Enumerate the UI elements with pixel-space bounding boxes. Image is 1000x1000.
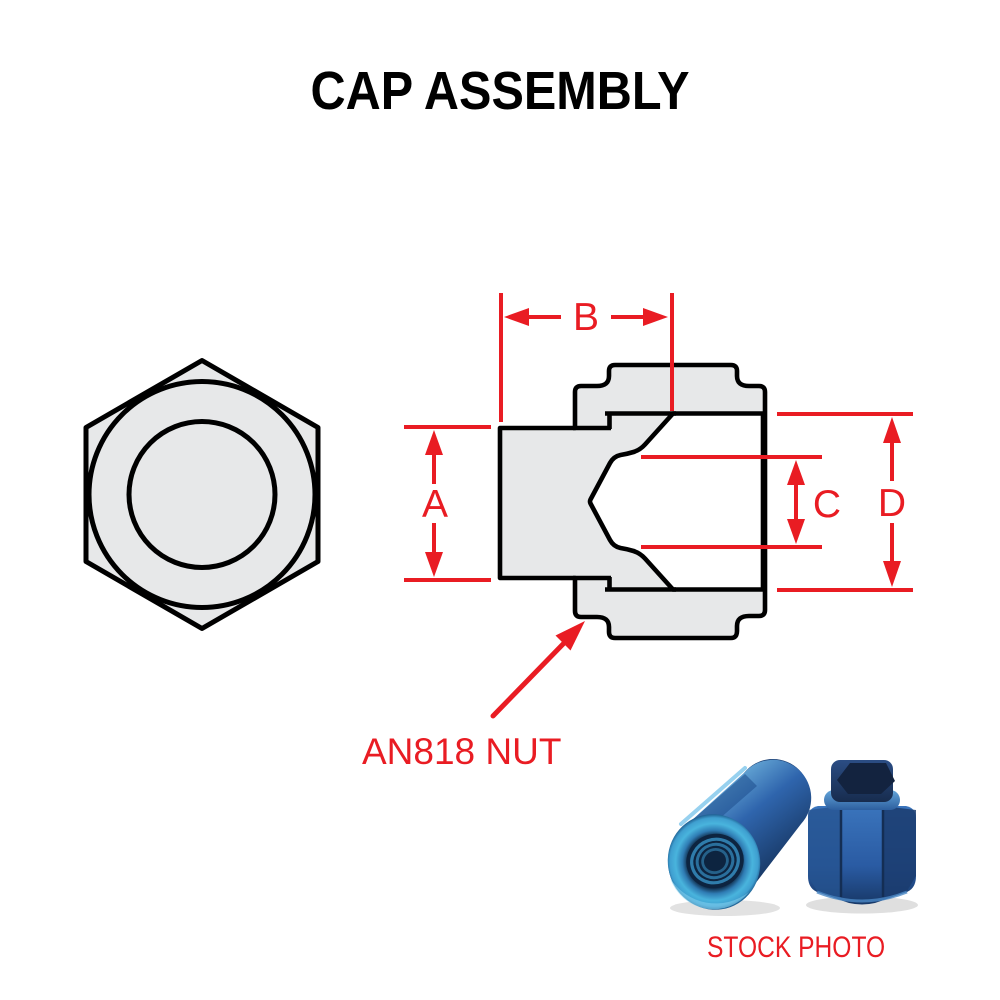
- right-nut-shadow: [806, 896, 918, 914]
- dimension-d-extension-lines: [777, 412, 913, 592]
- dimension-d-arrowhead-bottom: [883, 561, 901, 587]
- right-nut-right-facet: [883, 806, 916, 898]
- dimension-b-label: B: [573, 296, 599, 339]
- dimension-a-arrowhead-top: [425, 430, 443, 455]
- nut-section-view: [497, 362, 768, 641]
- dimension-d-arrowhead-top: [883, 417, 901, 443]
- right-cap-nut: [806, 760, 918, 914]
- left-nut-thread-3: [701, 847, 729, 875]
- photo-caption: STOCK PHOTO: [707, 931, 886, 964]
- leader-arrowhead: [555, 621, 585, 651]
- left-nut-ring-highlight: [670, 878, 749, 910]
- left-cap-nut: [667, 759, 812, 916]
- dimension-b-arrowhead-right: [643, 308, 668, 326]
- dimension-c-extension-lines: [641, 455, 822, 549]
- bore-circle: [126, 419, 278, 570]
- dimension-a-extension-lines: [404, 425, 491, 582]
- dimension-c-arrowhead-top: [787, 460, 805, 485]
- stock-photo-image: [667, 759, 918, 916]
- part-leader-arrow: [490, 621, 585, 719]
- left-nut-thread-2: [695, 842, 735, 880]
- right-nut-cap-top-face: [837, 763, 895, 794]
- dimension-a: A: [404, 425, 491, 582]
- right-nut-left-facet: [808, 806, 841, 898]
- dimension-a-arrowhead-bottom: [425, 552, 443, 577]
- hex-nut-front-view: [83, 358, 321, 631]
- section-internal-lines: [573, 411, 676, 592]
- right-nut-facet-lines: [839, 806, 885, 897]
- page-title: CAP ASSEMBLY: [310, 61, 690, 121]
- dimension-d: D: [777, 412, 913, 592]
- dimension-d-label: D: [878, 482, 906, 525]
- part-label: AN818 NUT: [362, 731, 562, 772]
- dimension-c: C: [641, 455, 841, 549]
- dimension-b-arrowhead-left: [504, 308, 529, 326]
- dimension-a-label: A: [422, 483, 448, 526]
- leader-arrow-shaft: [490, 637, 570, 719]
- right-nut-bottom-rim: [816, 890, 908, 903]
- left-nut-bore: [686, 833, 744, 889]
- left-nut-thread-1: [690, 837, 740, 885]
- left-nut-edge-highlight: [679, 766, 747, 826]
- dimension-b: B: [499, 293, 674, 422]
- dimension-c-arrowhead-bottom: [787, 519, 805, 544]
- dimension-c-label: C: [813, 483, 841, 526]
- dimension-b-extension-lines: [499, 293, 674, 422]
